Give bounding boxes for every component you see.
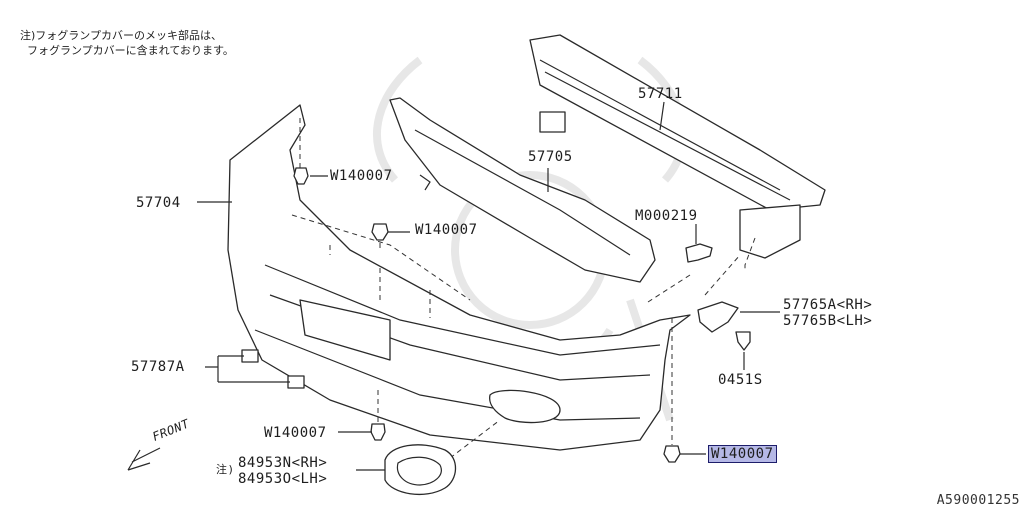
leader-lines	[197, 101, 780, 471]
screw-0451s[interactable]	[735, 331, 751, 351]
fog-lamp-cover-84953[interactable]	[384, 444, 457, 496]
retainer-57787a[interactable]	[241, 349, 305, 389]
bracket-57765[interactable]	[697, 301, 739, 333]
label-57765b[interactable]: 57765B<LH>	[783, 313, 873, 329]
label-84953n[interactable]: 84953N<RH>	[238, 455, 328, 471]
fog-note-mark: 注)	[216, 463, 235, 476]
clip-w140007-mid[interactable]	[371, 223, 389, 241]
clip-w140007-top[interactable]	[293, 167, 309, 185]
label-57711[interactable]: 57711	[638, 86, 683, 102]
label-84953o[interactable]: 84953O<LH>	[238, 471, 328, 487]
label-57787a[interactable]: 57787A	[131, 359, 185, 375]
bolt-m000219[interactable]	[685, 243, 713, 263]
note-line-1: 注)フォグランプカバーのメッキ部品は、	[20, 29, 222, 42]
label-w140007-mid[interactable]: W140007	[415, 222, 478, 238]
clip-w140007-right[interactable]	[663, 445, 681, 463]
label-57704[interactable]: 57704	[136, 195, 181, 211]
label-57705[interactable]: 57705	[528, 149, 573, 165]
label-w140007-lower[interactable]: W140007	[264, 425, 327, 441]
label-w140007-highlighted[interactable]: W140007	[708, 445, 777, 463]
fog-lamp-chrome-note: 注)フォグランプカバーのメッキ部品は、 フォグランプカバーに含まれております。	[20, 28, 234, 58]
clip-w140007-lower[interactable]	[370, 423, 386, 441]
note-line-2: フォグランプカバーに含まれております。	[27, 44, 234, 57]
reinforcement-beam-57711[interactable]	[529, 34, 826, 259]
mounting-dashed-lines	[291, 118, 756, 459]
reference-code: A590001255	[936, 493, 1020, 508]
label-0451s[interactable]: 0451S	[718, 372, 763, 388]
label-w140007-top[interactable]: W140007	[330, 168, 393, 184]
front-arrow-icon	[127, 447, 161, 471]
label-m000219[interactable]: M000219	[635, 208, 698, 224]
energy-absorber-57705[interactable]	[389, 97, 656, 283]
label-57765a[interactable]: 57765A<RH>	[783, 297, 873, 313]
